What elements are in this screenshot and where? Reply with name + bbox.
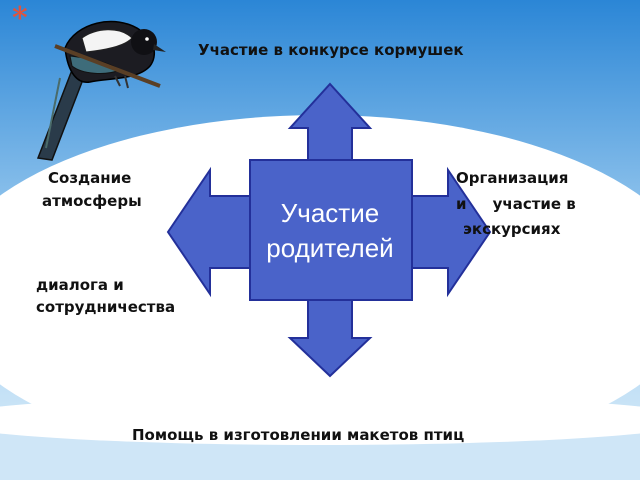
- label-right-3: экскурсиях: [463, 220, 561, 238]
- label-top: Участие в конкурсе кормушек: [198, 41, 464, 59]
- bullet-asterisk: *: [12, 1, 28, 36]
- label-right-1: Организация: [456, 169, 569, 187]
- center-label: Участие родителей: [252, 196, 408, 266]
- label-left-3: диалога и: [36, 276, 124, 294]
- label-right-2: и участие в: [456, 195, 576, 213]
- label-left-1: Создание: [48, 169, 132, 187]
- center-label-line2: родителей: [266, 233, 394, 263]
- magpie-icon: [36, 20, 166, 161]
- label-left-2: атмосферы: [42, 192, 142, 210]
- center-box: [249, 159, 413, 301]
- label-left-4: сотрудничества: [36, 298, 176, 316]
- center-label-line1: Участие: [280, 198, 380, 228]
- label-bottom: Помощь в изготовлении макетов птиц: [132, 426, 465, 444]
